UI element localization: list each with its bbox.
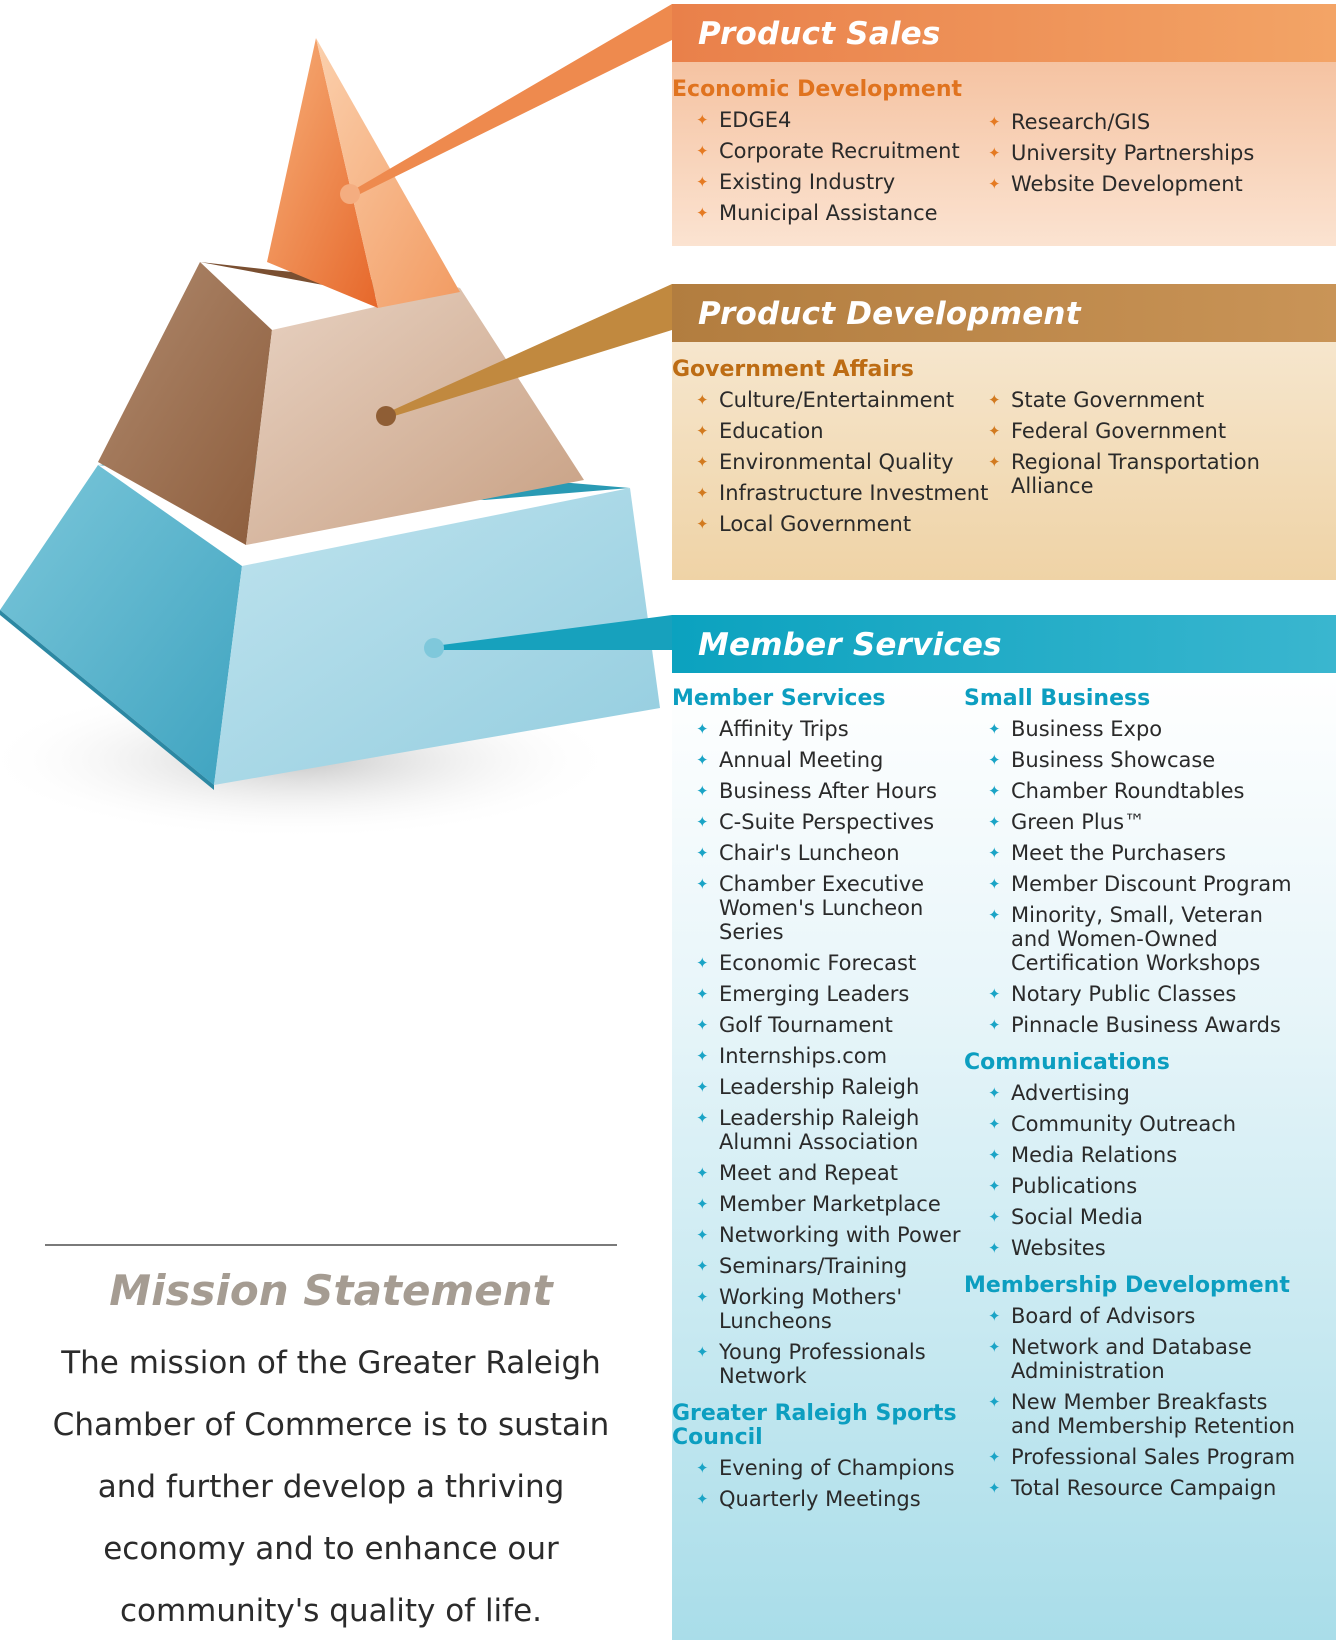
list-item: Research/GIS (964, 110, 1254, 134)
group-title: Government Affairs (672, 357, 914, 382)
list-item: Culture/Entertainment (672, 388, 988, 412)
list-item: New Member Breakfasts and Membership Ret… (964, 1390, 1304, 1438)
middle-tier-left-face (98, 262, 272, 545)
list-item: Local Government (672, 512, 988, 536)
list-item: C-Suite Perspectives (672, 810, 962, 834)
product-development-header: Product Development (672, 284, 1336, 342)
list-item: Environmental Quality (672, 450, 988, 474)
list-item: State Government (964, 388, 1294, 412)
list-item: Total Resource Campaign (964, 1476, 1304, 1500)
list-item: Business After Hours (672, 779, 962, 803)
list-item: Community Outreach (964, 1112, 1304, 1136)
list-item: Seminars/Training (672, 1254, 962, 1278)
list-item: Professional Sales Program (964, 1445, 1304, 1469)
list-item: Chamber Executive Women's Luncheon Serie… (672, 872, 962, 944)
list-item: Municipal Assistance (672, 201, 962, 225)
list-item: Media Relations (964, 1143, 1304, 1167)
list-item: Leadership Raleigh Alumni Association (672, 1106, 962, 1154)
list-item: Website Development (964, 172, 1254, 196)
sales-connector (350, 4, 672, 196)
mission-title: Mission Statement (109, 1266, 553, 1315)
member-col-right: Small Business Business Expo Business Sh… (964, 687, 1304, 1507)
list-item: Federal Government (964, 419, 1294, 443)
list-item: Annual Meeting (672, 748, 962, 772)
group-title: Member Services (672, 686, 886, 711)
product-sales-panel: Product Sales Economic Development EDGE4… (672, 4, 1336, 246)
list-item: Notary Public Classes (964, 982, 1304, 1006)
list-item: EDGE4 (672, 108, 962, 132)
list-item: Green Plus™ (964, 810, 1304, 834)
group-title: Economic Development (672, 77, 962, 102)
list-item: Golf Tournament (672, 1013, 962, 1037)
mission-text: The mission of the Greater Raleigh Chamb… (52, 1345, 610, 1629)
list-item: Young Professionals Network (672, 1340, 962, 1388)
list-item: Emerging Leaders (672, 982, 962, 1006)
dev-col-left: Government Affairs Culture/Entertainment… (672, 358, 988, 543)
mission-divider (45, 1244, 617, 1246)
list-item: Education (672, 419, 988, 443)
list-item: Working Mothers' Luncheons (672, 1285, 962, 1333)
list-item: Publications (964, 1174, 1304, 1198)
list-item: Member Discount Program (964, 872, 1304, 896)
middle-tier-right-face (246, 288, 584, 545)
development-connector (384, 284, 672, 418)
bottom-tier-bottom-edge (0, 610, 214, 790)
list-item: Quarterly Meetings (672, 1487, 962, 1511)
group-title: Greater Raleigh Sports Council (672, 1401, 957, 1450)
list-item: Regional Transportation Alliance (964, 450, 1294, 498)
sales-col-right: Research/GIS University Partnerships Web… (964, 110, 1254, 203)
list-item: Affinity Trips (672, 717, 962, 741)
list-item: Existing Industry (672, 170, 962, 194)
list-item: Economic Forecast (672, 951, 962, 975)
list-item: Internships.com (672, 1044, 962, 1068)
list-item: Network and Database Administration (964, 1335, 1304, 1383)
sales-col-left: Economic Development EDGE4 Corporate Rec… (672, 78, 962, 232)
bottom-tier-right-face (214, 488, 660, 785)
list-item: Business Showcase (964, 748, 1304, 772)
list-item: Meet and Repeat (672, 1161, 962, 1185)
group-title: Membership Development (964, 1273, 1290, 1298)
member-services-panel: Member Services Member Services Affinity… (672, 615, 1336, 1640)
list-item: Business Expo (964, 717, 1304, 741)
top-tier-left-face (267, 38, 378, 308)
group-title: Small Business (964, 686, 1151, 711)
product-development-panel: Product Development Government Affairs C… (672, 284, 1336, 580)
list-item: Chamber Roundtables (964, 779, 1304, 803)
list-item: Advertising (964, 1081, 1304, 1105)
member-connector (434, 615, 672, 650)
sales-dot (340, 184, 360, 204)
product-development-body: Government Affairs Culture/Entertainment… (672, 342, 1336, 580)
list-item: Leadership Raleigh (672, 1075, 962, 1099)
list-item: Infrastructure Investment (672, 481, 988, 505)
member-services-header: Member Services (672, 615, 1336, 673)
list-item: Websites (964, 1236, 1304, 1260)
list-item: Chair's Luncheon (672, 841, 962, 865)
member-services-body: Member Services Affinity Trips Annual Me… (672, 673, 1336, 1640)
list-item: Evening of Champions (672, 1456, 962, 1480)
product-sales-body: Economic Development EDGE4 Corporate Rec… (672, 62, 1336, 246)
dev-col-right: State Government Federal Government Regi… (964, 388, 1294, 505)
list-item: Board of Advisors (964, 1304, 1304, 1328)
list-item: Member Marketplace (672, 1192, 962, 1216)
bottom-tier-left-face (0, 465, 242, 785)
list-item: Networking with Power (672, 1223, 962, 1247)
list-item: Pinnacle Business Awards (964, 1013, 1304, 1037)
member-dot (424, 638, 444, 658)
product-sales-header: Product Sales (672, 4, 1336, 62)
list-item: University Partnerships (964, 141, 1254, 165)
pyramid-illustration (0, 4, 672, 840)
member-col-left: Member Services Affinity Trips Annual Me… (672, 687, 962, 1518)
group-title: Communications (964, 1050, 1170, 1075)
list-item: Corporate Recruitment (672, 139, 962, 163)
list-item: Minority, Small, Veteran and Women-Owned… (964, 903, 1304, 975)
development-dot (376, 406, 396, 426)
list-item: Social Media (964, 1205, 1304, 1229)
list-item: Meet the Purchasers (964, 841, 1304, 865)
